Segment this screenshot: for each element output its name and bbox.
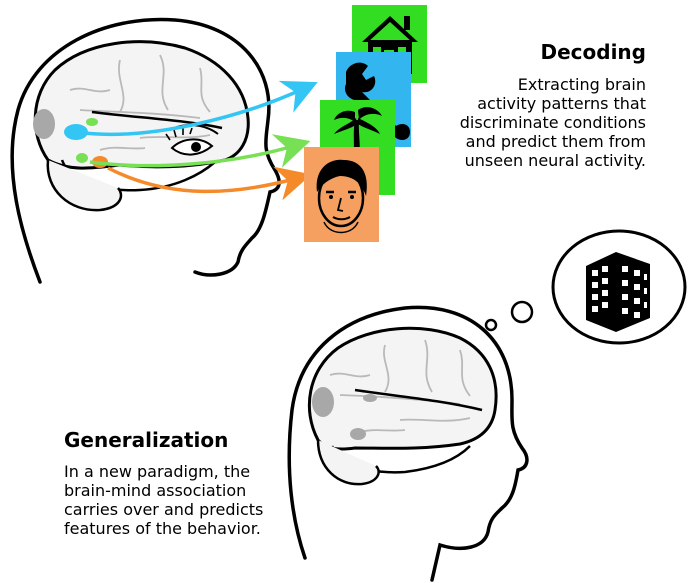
generalization-title: Generalization — [64, 428, 229, 452]
top-cerebellum — [46, 159, 123, 212]
top-head — [10, 17, 318, 284]
generalization-line-4: features of the behavior. — [64, 519, 261, 538]
decoding-description: Extracting brain activity patterns that … — [386, 75, 646, 170]
generalization-line-1: In a new paradigm, the — [64, 462, 251, 481]
stimulus-stack — [304, 5, 427, 242]
top-head-outline — [10, 17, 281, 284]
generalization-line-2: brain-mind association — [64, 481, 247, 500]
generalization-line-3: carries over and predicts — [64, 500, 264, 519]
decoding-line-3: discriminate conditions — [459, 113, 646, 132]
face-icon — [316, 159, 367, 234]
bottom-head-outline — [287, 305, 529, 582]
generalization-description: In a new paradigm, the brain-mind associ… — [64, 462, 304, 538]
building-icon — [586, 252, 650, 332]
green-activation-upper — [86, 118, 98, 126]
building-windows — [592, 266, 647, 318]
thought-dot-medium — [510, 300, 534, 324]
palm-tree-icon — [334, 107, 382, 165]
bottom-cerebellum — [316, 439, 380, 486]
bottom-sulci — [329, 339, 471, 433]
occipital-gray-blob — [33, 109, 55, 139]
bottom-gray-activation-lower — [350, 428, 366, 440]
thought-dot-small — [484, 318, 498, 332]
decoding-line-1: Extracting brain — [517, 75, 646, 94]
decoding-line-4: and predict them from — [465, 132, 646, 151]
green-arrow — [89, 134, 311, 168]
bottom-occipital-gray-blob — [312, 387, 334, 417]
wrench-icon — [344, 62, 410, 140]
decoding-line-5: unseen neural activity. — [464, 151, 646, 170]
cyan-activation — [64, 124, 88, 140]
face-card — [304, 147, 379, 242]
decoding-line-2: activity patterns that — [477, 94, 646, 113]
thought-bubble — [484, 229, 687, 345]
cyan-arrow — [84, 80, 318, 137]
decoding-title: Decoding — [540, 40, 647, 64]
top-sulci — [69, 54, 211, 151]
bottom-gray-activation-upper — [363, 394, 377, 402]
green-activation-lower — [76, 153, 88, 163]
bottom-brain-outline — [307, 326, 498, 451]
bottom-head — [287, 305, 529, 582]
orange-arrow — [107, 166, 312, 201]
